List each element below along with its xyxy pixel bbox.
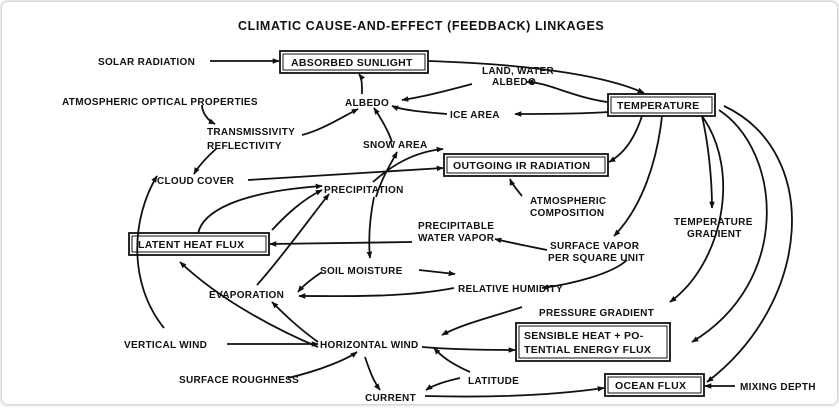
solar-radiation-label: SOLAR RADIATION xyxy=(98,57,195,68)
precipitable-water-vapor-label: WATER VAPOR xyxy=(418,233,495,244)
reflectivity-label: REFLECTIVITY xyxy=(207,141,282,152)
pressure-gradient-label: PRESSURE GRADIENT xyxy=(539,308,654,319)
snow-area-label: SNOW AREA xyxy=(363,140,428,151)
atmospheric-composition-label: ATMOSPHERIC xyxy=(530,196,606,207)
land-water-albedo-label: ALBEDO xyxy=(492,77,536,88)
mixing-depth-label: MIXING DEPTH xyxy=(740,382,816,393)
latent-heat-flux-label: LATENT HEAT FLUX xyxy=(138,239,244,251)
sensible-heat-box xyxy=(515,322,671,362)
transmissivity-label: TRANSMISSIVITY xyxy=(207,127,295,138)
outgoing-ir-radiation-label: OUTGOING IR RADIATION xyxy=(453,160,590,172)
ice-area-label: ICE AREA xyxy=(450,110,500,121)
precipitable-label: PRECIPITABLE xyxy=(418,221,494,232)
precipitation-label: PRECIPITATION xyxy=(324,185,404,196)
temperature-label: TEMPERATURE xyxy=(617,100,699,112)
vertical-wind-label: VERTICAL WIND xyxy=(124,340,207,351)
sensible-heat-energy-flux-label: TENTIAL ENERGY FLUX xyxy=(524,344,651,356)
latitude-label: LATITUDE xyxy=(468,376,519,387)
soil-moisture-label: SOIL MOISTURE xyxy=(320,266,403,277)
surface-vapor-per-square-unit-label: PER SQUARE UNIT xyxy=(548,253,645,264)
evaporation-label: EVAPORATION xyxy=(209,290,284,301)
atmospheric-composition-label-2: COMPOSITION xyxy=(530,208,604,219)
temperature-box xyxy=(607,93,716,117)
horizontal-wind-label: HORIZONTAL WIND xyxy=(320,340,419,351)
ocean-flux-label: OCEAN FLUX xyxy=(615,380,686,392)
temperature-gradient-label-2: GRADIENT xyxy=(687,229,742,240)
surface-vapor-label: SURFACE VAPOR xyxy=(550,241,640,252)
atmospheric-optical-properties-label: ATMOSPHERIC OPTICAL PROPERTIES xyxy=(62,97,258,108)
surface-roughness-label: SURFACE ROUGHNESS xyxy=(179,375,299,386)
cloud-cover-label: CLOUD COVER xyxy=(157,176,235,187)
absorbed-sunlight-box xyxy=(279,50,429,74)
current-label: CURRENT xyxy=(365,393,416,404)
diagram-title: CLIMATIC CAUSE-AND-EFFECT (FEEDBACK) LIN… xyxy=(238,19,604,33)
absorbed-sunlight-label: ABSORBED SUNLIGHT xyxy=(291,57,413,69)
relative-humidity-label: RELATIVE HUMIDITY xyxy=(458,284,563,295)
ocean-flux-box xyxy=(604,373,705,397)
sensible-heat-label: SENSIBLE HEAT + PO- xyxy=(524,330,644,342)
land-water-label: LAND, WATER xyxy=(482,66,554,77)
albedo-label: ALBEDO xyxy=(345,98,389,109)
edges xyxy=(136,58,793,398)
outgoing-ir-radiation-box xyxy=(443,153,609,177)
temperature-gradient-label: TEMPERATURE xyxy=(674,217,753,228)
